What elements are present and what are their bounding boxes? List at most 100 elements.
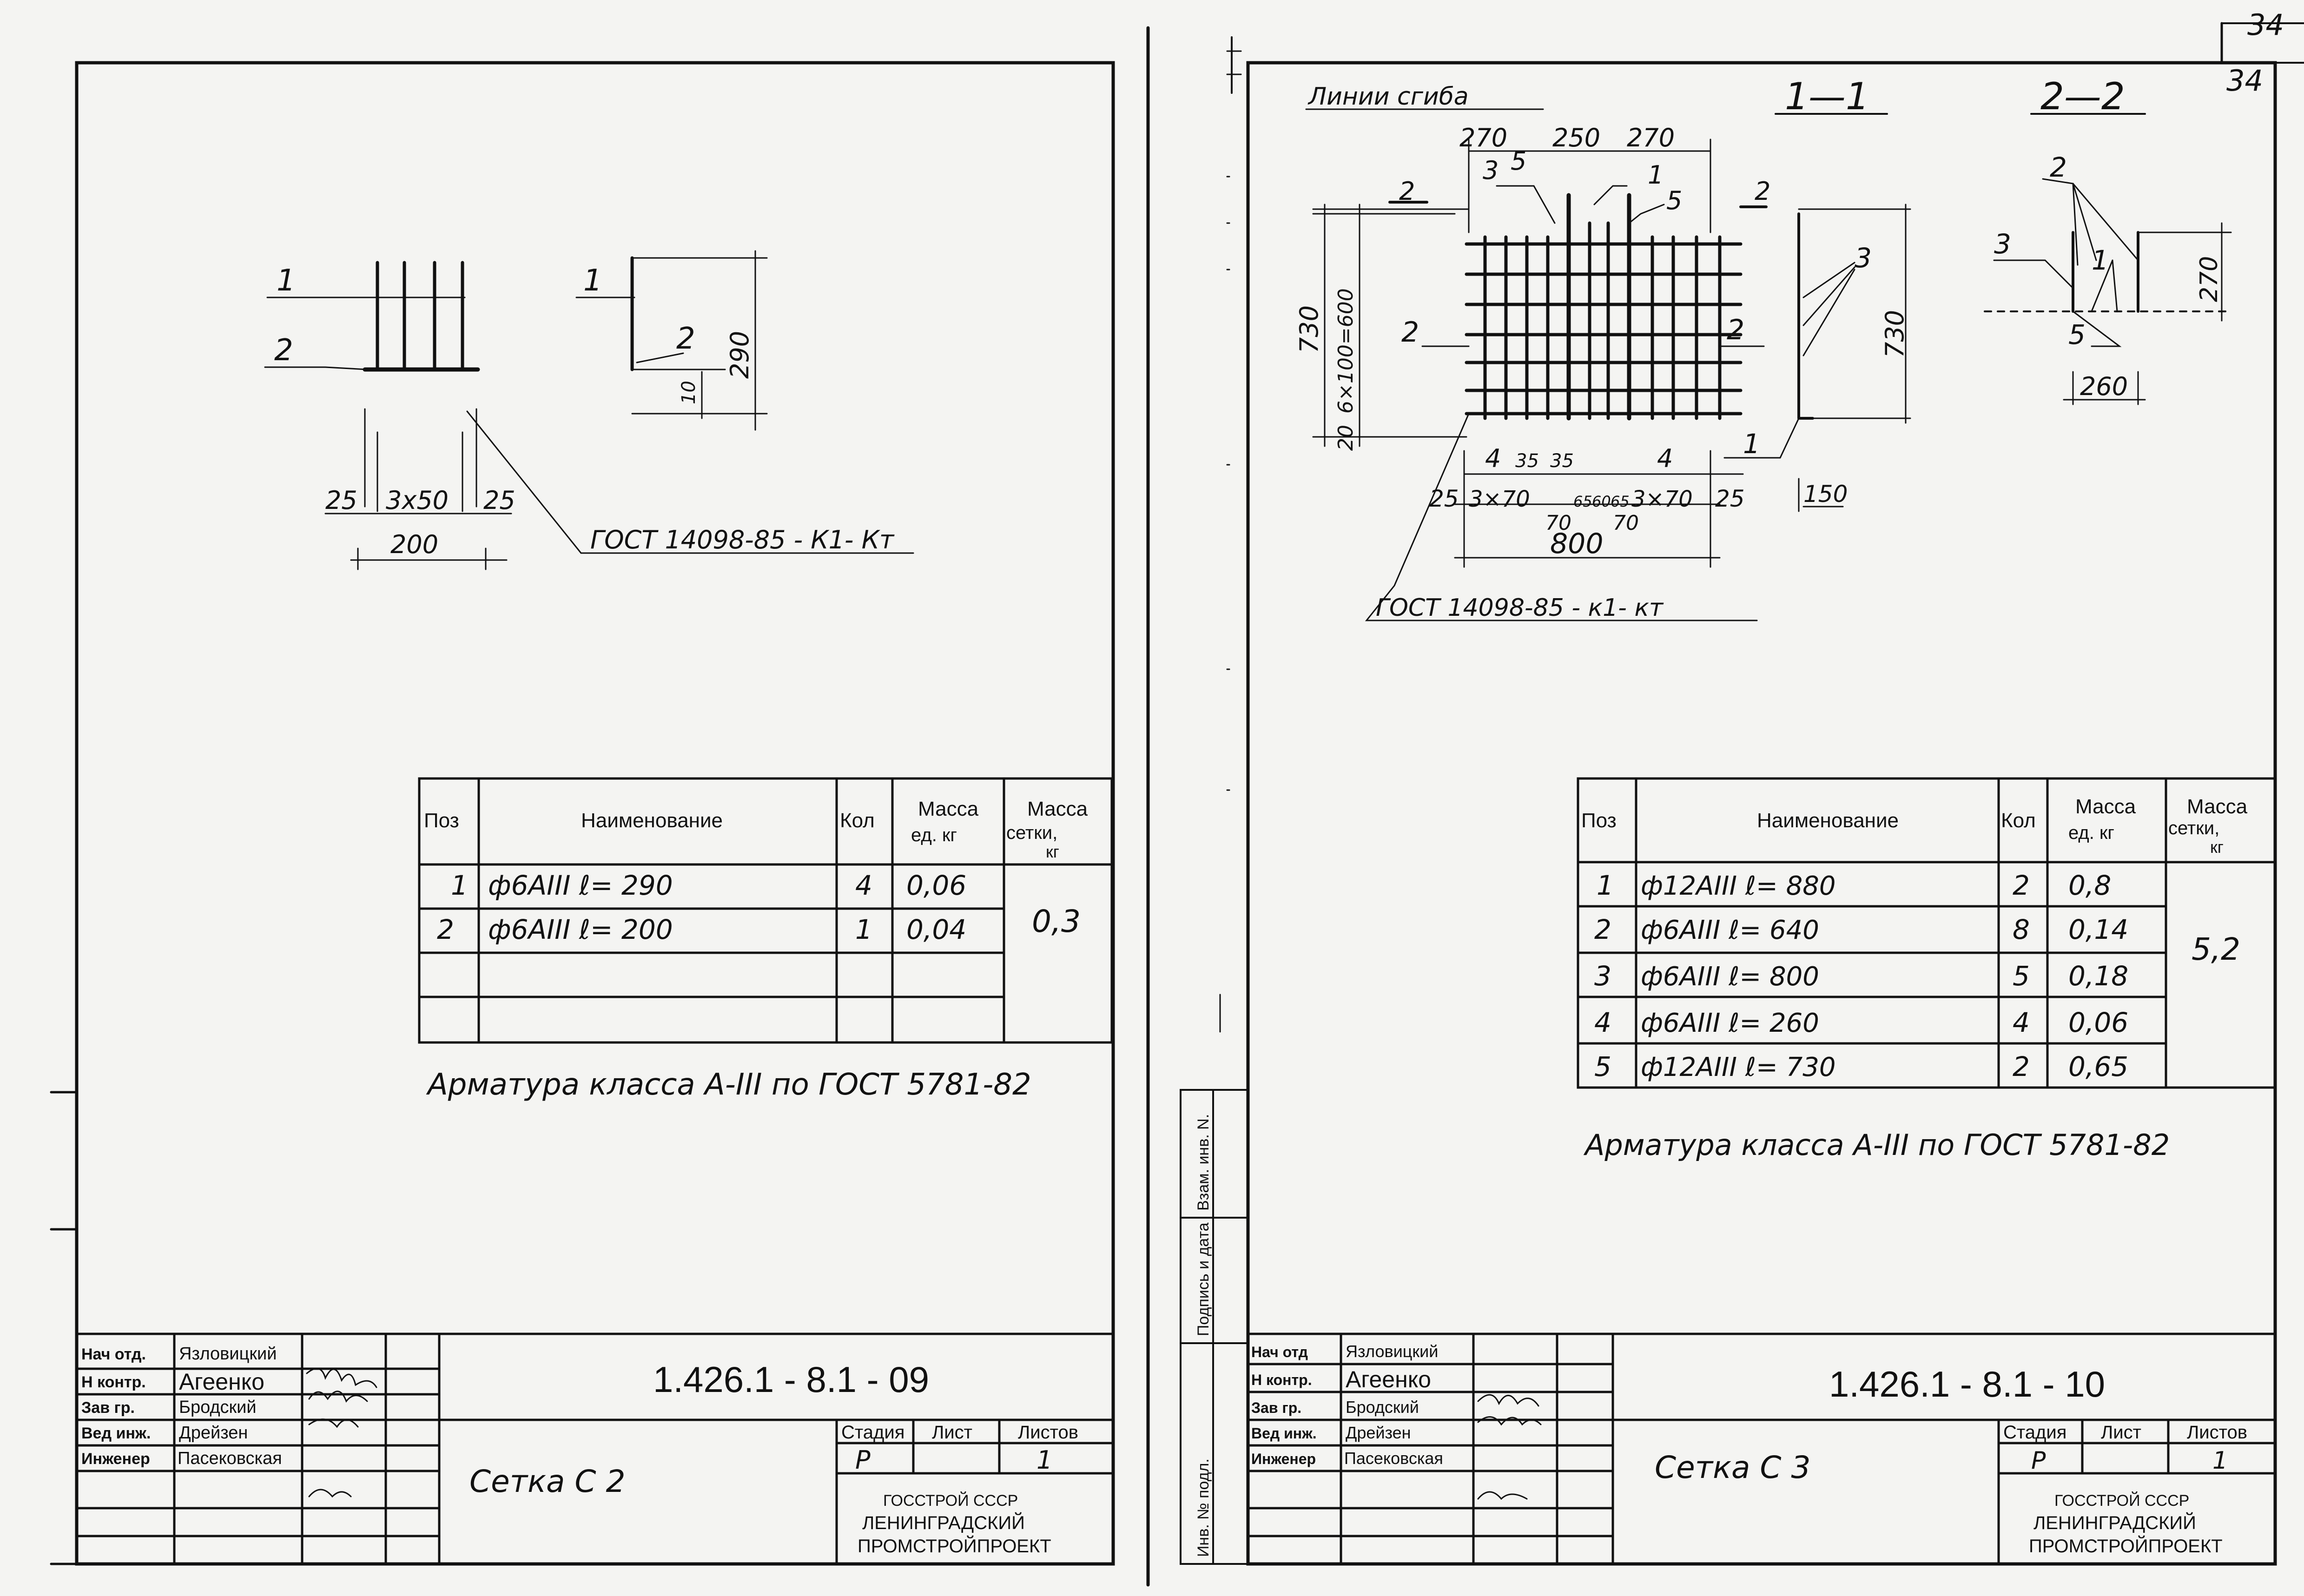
svg-text:Н контр.: Н контр.	[81, 1373, 146, 1391]
svg-text:Дрейзен: Дрейзен	[179, 1423, 248, 1443]
svg-text:5: 5	[1594, 1051, 1611, 1082]
svg-text:Наименование: Наименование	[1757, 809, 1899, 832]
svg-text:3: 3	[1483, 156, 1499, 185]
svg-text:Лист: Лист	[2101, 1422, 2141, 1443]
svg-text:65: 65	[1611, 493, 1630, 510]
mesh-mass-right: 5,2	[2192, 931, 2240, 967]
svg-text:0,18: 0,18	[2068, 960, 2128, 992]
svg-text:ф12АIII ℓ= 880: ф12АIII ℓ= 880	[1641, 871, 1836, 901]
section-1-1-title: 1—1	[1785, 75, 1869, 118]
svg-text:Агеенко: Агеенко	[1346, 1366, 1431, 1392]
svg-text:3×70: 3×70	[1469, 486, 1530, 512]
svg-text:0,65: 0,65	[2068, 1051, 2128, 1082]
svg-text:2: 2	[1401, 316, 1419, 349]
row2-qty: 1	[855, 914, 872, 945]
svg-text:Бродский: Бродский	[1346, 1398, 1419, 1417]
svg-text:3: 3	[1594, 960, 1611, 992]
svg-text:0,8: 0,8	[2068, 870, 2111, 901]
svg-text:ЛЕНИНГРАДСКИЙ: ЛЕНИНГРАДСКИЙ	[2033, 1512, 2196, 1533]
row1-pos: 1	[451, 870, 468, 901]
svg-text:4: 4	[1594, 1007, 1611, 1038]
rebar-note-right: Арматура класса А-III по ГОСТ 5781-82	[1583, 1128, 2170, 1162]
sheet-title-right: Сетка С 3	[1655, 1450, 1810, 1485]
right-section-1-1	[1723, 113, 1911, 512]
svg-text:270: 270	[1459, 123, 1507, 152]
svg-text:ПРОМСТРОЙПРОЕКТ: ПРОМСТРОЙПРОЕКТ	[858, 1535, 1051, 1556]
th-pos: Поз	[424, 809, 459, 832]
svg-text:1: 1	[1036, 1445, 1052, 1475]
right-spec-table	[1577, 777, 2277, 1089]
svg-text:Листов: Листов	[2187, 1422, 2247, 1443]
svg-text:Пасековская: Пасековская	[1344, 1449, 1443, 1468]
svg-text:Пасековская: Пасековская	[178, 1449, 282, 1468]
mesh-mass: 0,3	[1032, 904, 1081, 939]
svg-text:3: 3	[1855, 242, 1872, 274]
svg-text:4: 4	[1485, 444, 1501, 473]
svg-text:ЛЕНИНГРАДСКИЙ: ЛЕНИНГРАДСКИЙ	[862, 1512, 1025, 1533]
row1-mass: 0,06	[906, 870, 966, 901]
svg-text:270: 270	[2195, 256, 2223, 302]
svg-text:270: 270	[1627, 123, 1675, 152]
svg-text:Нач отд.: Нач отд.	[81, 1345, 146, 1363]
gost-note-right: ГОСТ 14098-85 - к1- кт	[1376, 594, 1664, 622]
side-callout-1: 1	[583, 264, 602, 298]
svg-text:20: 20	[1334, 425, 1358, 451]
svg-text:1: 1	[1743, 428, 1760, 460]
svg-text:Масса: Масса	[1027, 798, 1088, 820]
svg-text:35: 35	[1550, 450, 1574, 472]
svg-text:2: 2	[2013, 1051, 2030, 1082]
svg-text:Масса: Масса	[918, 798, 979, 820]
svg-text:Масса: Масса	[2075, 795, 2136, 818]
svg-text:ф12АIII ℓ= 730: ф12АIII ℓ= 730	[1641, 1052, 1836, 1082]
svg-text:70: 70	[1545, 511, 1571, 535]
svg-text:Р: Р	[855, 1445, 871, 1475]
dim-10: 10	[678, 381, 700, 404]
svg-text:Инженер: Инженер	[81, 1450, 150, 1468]
left-frame	[75, 61, 1115, 1566]
svg-text:25: 25	[1429, 485, 1459, 512]
bend-lines-label: Линии сгиба	[1307, 83, 1469, 111]
svg-text:6×100=600: 6×100=600	[1334, 288, 1358, 414]
callout-1: 1	[277, 264, 296, 298]
dim-290: 290	[725, 331, 754, 379]
svg-text:Зав гр.: Зав гр.	[1251, 1399, 1301, 1416]
svg-text:25: 25	[1715, 485, 1745, 512]
svg-text:ф6АIII ℓ= 640: ф6АIII ℓ= 640	[1641, 915, 1819, 945]
svg-text:Инженер: Инженер	[1251, 1451, 1316, 1467]
svg-text:65: 65	[1573, 493, 1592, 510]
svg-text:0,14: 0,14	[2068, 914, 2128, 945]
left-sheet	[50, 61, 1115, 1566]
svg-text:260: 260	[2080, 372, 2128, 401]
row1-qty: 4	[855, 870, 872, 901]
svg-text:5: 5	[1511, 146, 1526, 176]
svg-text:Н контр.: Н контр.	[1251, 1372, 1312, 1388]
svg-text:Инв. № подл.: Инв. № подл.	[1195, 1458, 1212, 1557]
svg-text:ф6АIII ℓ= 800: ф6АIII ℓ= 800	[1641, 962, 1819, 992]
section-2-2-title: 2—2	[2040, 75, 2125, 118]
right-mesh-view	[1305, 108, 1768, 621]
svg-text:Масса: Масса	[2187, 795, 2248, 818]
svg-text:Вед инж.: Вед инж.	[81, 1425, 151, 1442]
dim-25-right: 25	[483, 486, 515, 515]
svg-text:1: 1	[1597, 870, 1614, 901]
svg-text:Дрейзен: Дрейзен	[1346, 1423, 1411, 1442]
svg-text:ГОССТРОЙ СССР: ГОССТРОЙ СССР	[883, 1492, 1018, 1510]
th-qty: Кол	[840, 809, 875, 832]
svg-text:ГОССТРОЙ СССР: ГОССТРОЙ СССР	[2054, 1492, 2189, 1510]
sheet-title-left: Сетка С 2	[469, 1464, 625, 1499]
left-front-view	[264, 261, 914, 570]
svg-text:800: 800	[1550, 528, 1604, 560]
svg-text:Вед инж.: Вед инж.	[1251, 1425, 1317, 1442]
right-title-block	[1247, 1332, 2277, 1565]
doc-code-right: 1.426.1 - 8.1 - 10	[1829, 1364, 2105, 1405]
rebar-note-left: Арматура класса А-III по ГОСТ 5781-82	[426, 1068, 1031, 1102]
svg-text:1: 1	[2092, 244, 2109, 276]
dim-3x50: 3x50	[386, 486, 449, 515]
svg-text:сетки,: сетки,	[2168, 818, 2219, 838]
row1-name: ф6АIII ℓ= 290	[488, 870, 673, 901]
svg-text:2: 2	[2050, 152, 2067, 183]
svg-text:35: 35	[1515, 450, 1539, 472]
svg-text:2: 2	[1399, 177, 1415, 206]
left-side-view	[575, 250, 768, 431]
